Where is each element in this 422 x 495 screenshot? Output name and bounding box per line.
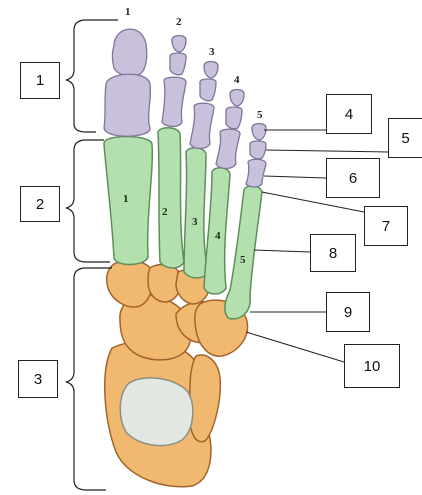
- label-box-7: 7: [364, 206, 408, 246]
- toe-4-distal-phalanx: [230, 90, 244, 107]
- toe-4-middle-phalanx: [226, 107, 242, 129]
- metatarsals-bracket: [66, 140, 110, 262]
- toe-number-5: 5: [257, 109, 263, 121]
- toe-1-proximal-phalanx: [104, 74, 150, 136]
- metatarsal-2: [158, 128, 184, 268]
- metatarsal-number-2: 2: [162, 206, 168, 218]
- label-box-1: 1: [20, 62, 60, 99]
- toe-number-1: 1: [125, 6, 131, 18]
- metatarsal-number-3: 3: [192, 216, 198, 228]
- medial-cuneiform: [107, 261, 153, 307]
- label-box-3: 3: [18, 360, 58, 398]
- pointer-line-8: [254, 250, 310, 252]
- toe-2-distal-phalanx: [172, 36, 186, 53]
- label-box-8: 8: [310, 234, 356, 272]
- metatarsal-number-5: 5: [240, 254, 246, 266]
- toe-4-proximal-phalanx: [216, 129, 240, 168]
- toe-3-middle-phalanx: [200, 79, 216, 101]
- label-box-10: 10: [344, 344, 400, 388]
- toe-5-middle-phalanx: [250, 141, 266, 159]
- toe-number-2: 2: [176, 16, 182, 28]
- metatarsal-number-4: 4: [215, 230, 221, 242]
- metatarsal-3: [184, 148, 208, 278]
- label-box-4: 4: [326, 94, 372, 134]
- toe-2-middle-phalanx: [170, 53, 186, 75]
- metatarsal-5: [225, 186, 262, 319]
- toe-number-4: 4: [234, 74, 240, 86]
- metatarsal-number-1: 1: [123, 193, 129, 205]
- pointer-line-10: [246, 332, 344, 362]
- pointer-line-5: [266, 150, 388, 152]
- toe-5-proximal-phalanx: [246, 159, 266, 187]
- tarsal-lower-right: [190, 355, 221, 442]
- calcaneus-white-window: [120, 378, 193, 446]
- toe-3-distal-phalanx: [204, 62, 218, 79]
- label-box-5: 5: [388, 118, 422, 158]
- label-box-9: 9: [326, 292, 370, 332]
- toe-1-distal-phalanx: [113, 29, 147, 76]
- label-box-2: 2: [20, 186, 60, 222]
- toe-3-proximal-phalanx: [190, 103, 214, 148]
- pointer-line-6: [264, 176, 326, 178]
- toe-number-3: 3: [209, 46, 215, 58]
- toe-5-distal-phalanx: [252, 124, 266, 141]
- tarsal-bones: [105, 261, 248, 487]
- label-box-6: 6: [326, 158, 380, 198]
- toe-2-proximal-phalanx: [162, 77, 186, 126]
